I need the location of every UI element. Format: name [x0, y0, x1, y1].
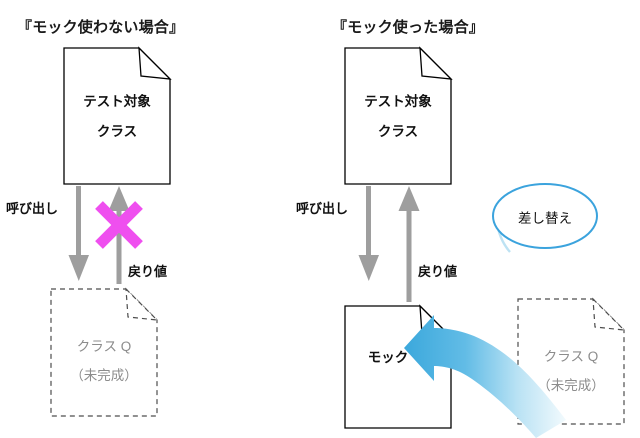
- document-mock: [344, 304, 453, 429]
- document-class-q-right: [517, 297, 626, 425]
- document-class-q-left: [50, 287, 159, 417]
- panel-title-without-mock: 『モック使わない場合』: [17, 19, 185, 36]
- x-cross-icon: [95, 201, 143, 249]
- label-return-right: 戻り値: [418, 264, 458, 279]
- panel-title-with-mock: 『モック使った場合』: [332, 19, 485, 36]
- document-class-q-right-line2: （未完成）: [537, 378, 605, 393]
- arrow-return-right: [398, 186, 420, 302]
- callout-replace: [492, 183, 598, 253]
- arrow-return-left: [108, 186, 130, 284]
- arrow-call-left: [68, 186, 89, 281]
- document-test-target-left-line1: テスト対象: [83, 94, 151, 109]
- label-call-right: 呼び出し: [296, 201, 349, 216]
- document-test-target-left: [63, 46, 172, 185]
- document-test-target-right-line1: テスト対象: [364, 94, 432, 109]
- label-call-left: 呼び出し: [6, 201, 59, 216]
- document-class-q-left-line1: クラス Q: [76, 339, 132, 354]
- document-class-q-right-line1: クラス Q: [543, 349, 599, 364]
- callout-replace-label: 差し替え: [518, 211, 572, 226]
- document-test-target-right: [344, 46, 453, 185]
- document-class-q-left-line2: （未完成）: [70, 368, 138, 383]
- document-mock-label: モック: [367, 350, 409, 365]
- document-test-target-right-line2: クラス: [377, 124, 419, 139]
- document-test-target-left-line2: クラス: [96, 124, 138, 139]
- label-return-left: 戻り値: [128, 264, 168, 279]
- swap-arrow-icon: [404, 315, 566, 438]
- arrow-call-right: [358, 186, 379, 281]
